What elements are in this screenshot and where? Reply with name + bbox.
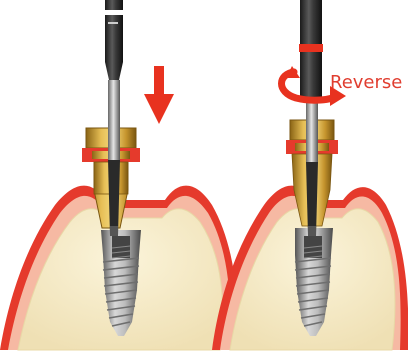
panel-remove: Reverse [212, 0, 408, 350]
panel-insert [0, 0, 238, 350]
down-arrow-icon [144, 66, 174, 124]
reverse-label: Reverse [330, 72, 402, 93]
